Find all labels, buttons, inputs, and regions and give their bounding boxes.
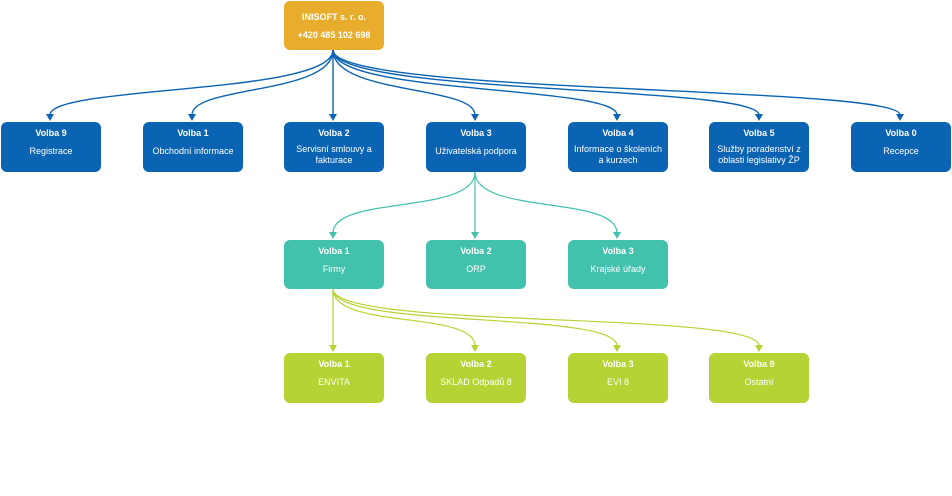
connector-root-volba5	[332, 49, 760, 116]
node-label: Informace o školeních a kurzech	[573, 144, 663, 165]
root-title: INISOFT s. r. o.	[301, 12, 366, 22]
submenu-node-firmy[interactable]: Volba 1 Firmy	[284, 240, 384, 289]
arrowhead	[755, 114, 763, 121]
node-label: Obchodní informace	[152, 146, 234, 156]
node-label: Krajské úřady	[590, 264, 646, 274]
firmy-arrowheads	[329, 345, 763, 352]
connector-support-firmy	[332, 171, 476, 234]
product-node-ostatni[interactable]: Volba 9 Ostatní	[709, 353, 809, 403]
arrowhead	[755, 345, 763, 352]
root-node[interactable]: INISOFT s. r. o. +420 485 102 698	[284, 1, 384, 50]
arrowhead	[329, 232, 337, 239]
support-connectors	[332, 171, 618, 234]
node-title: Volba 1	[177, 128, 209, 138]
node-title: Volba 5	[743, 128, 775, 138]
node-title: Volba 2	[460, 359, 492, 369]
submenu-node-krajske-urady[interactable]: Volba 3 Krajské úřady	[568, 240, 668, 289]
connector-support-krajske	[474, 171, 618, 234]
node-title: Volba 3	[460, 128, 492, 138]
node-title: Volba 9	[743, 359, 775, 369]
root-connectors	[49, 49, 901, 116]
connector-firmy-sklad	[332, 288, 476, 347]
connector-root-volba0	[332, 49, 901, 116]
submenu-node-orp[interactable]: Volba 2 ORP	[426, 240, 526, 289]
node-label: Registrace	[29, 146, 73, 156]
arrowhead	[471, 114, 479, 121]
node-label: ENVITA	[318, 377, 350, 387]
arrowhead	[471, 232, 479, 239]
node-label: Firmy	[322, 264, 346, 274]
node-label: Služby poradenství z oblasti legislativy…	[717, 144, 801, 165]
arrowhead	[613, 114, 621, 121]
node-label: Uživatelská podpora	[435, 146, 517, 156]
arrowhead	[896, 114, 904, 121]
menu-node-skoleni-kurzy[interactable]: Volba 4 Informace o školeních a kurzech	[568, 122, 668, 172]
menu-node-obchodni-informace[interactable]: Volba 1 Obchodní informace	[143, 122, 243, 172]
menu-node-registrace[interactable]: Volba 9 Registrace	[1, 122, 101, 172]
product-node-sklad-odpadu[interactable]: Volba 2 SKLAD Odpadů 8	[426, 353, 526, 403]
node-label: SKLAD Odpadů 8	[440, 377, 512, 387]
node-label: Recepce	[883, 146, 919, 156]
arrowhead	[188, 114, 196, 121]
connector-firmy-evi	[332, 288, 618, 347]
node-title: Volba 2	[460, 246, 492, 256]
node-title: Volba 4	[602, 128, 634, 138]
product-node-evi[interactable]: Volba 3 EVI 8	[568, 353, 668, 403]
connector-root-volba9	[49, 49, 334, 116]
connector-root-volba1	[191, 49, 334, 116]
arrowhead	[613, 345, 621, 352]
node-label: Servisní smlouvy a fakturace	[296, 144, 372, 165]
connector-firmy-ostatni	[332, 288, 760, 347]
node-title: Volba 3	[602, 246, 634, 256]
node-label: ORP	[466, 264, 486, 274]
connector-root-volba4	[332, 49, 618, 116]
node-label: EVI 8	[606, 377, 629, 387]
support-arrowheads	[329, 232, 621, 239]
node-title: Volba 1	[318, 359, 350, 369]
menu-node-uzivatelska-podpora[interactable]: Volba 3 Uživatelská podpora	[426, 122, 526, 172]
menu-node-recepce[interactable]: Volba 0 Recepce	[851, 122, 951, 172]
root-phone: +420 485 102 698	[297, 30, 371, 40]
firmy-connectors	[332, 288, 760, 347]
arrowhead	[329, 114, 337, 121]
menu-node-servisni-smlouvy[interactable]: Volba 2 Servisní smlouvy a fakturace	[284, 122, 384, 172]
product-node-envita[interactable]: Volba 1 ENVITA	[284, 353, 384, 403]
arrowhead	[329, 345, 337, 352]
arrowhead	[46, 114, 54, 121]
connector-root-volba3	[332, 49, 476, 116]
node-title: Volba 1	[318, 246, 350, 256]
menu-node-poradenstvi-legislativa[interactable]: Volba 5 Služby poradenství z oblasti leg…	[709, 122, 809, 172]
arrowhead	[471, 345, 479, 352]
node-title: Volba 9	[35, 128, 67, 138]
node-title: Volba 3	[602, 359, 634, 369]
node-label: Ostatní	[744, 377, 774, 387]
node-title: Volba 0	[885, 128, 917, 138]
arrowhead	[613, 232, 621, 239]
node-title: Volba 2	[318, 128, 350, 138]
root-arrowheads	[46, 114, 904, 121]
